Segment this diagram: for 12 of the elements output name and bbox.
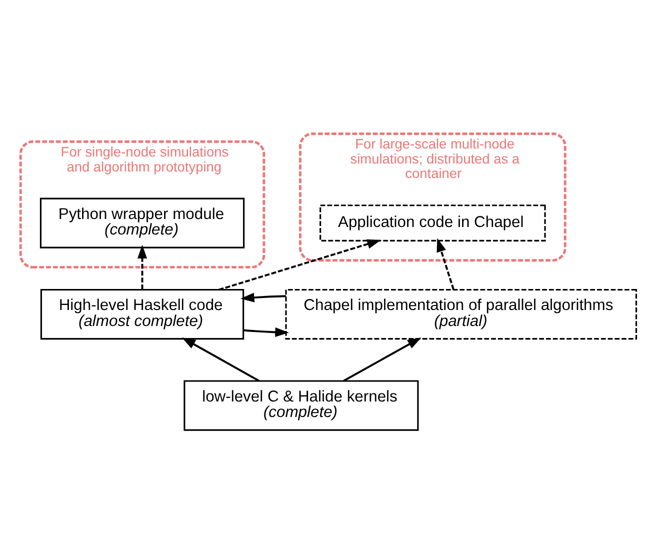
arrow bbox=[436, 238, 454, 290]
arrow bbox=[240, 292, 286, 302]
node-box: High-level Haskell code (almost complete) bbox=[40, 288, 244, 340]
node-box: Application code in Chapel bbox=[320, 204, 546, 242]
node-box: low-level C & Halide kernels (complete) bbox=[184, 380, 419, 431]
node-box: Python wrapper module (complete) bbox=[40, 198, 245, 248]
node-box: Chapel implementation of parallel algorithms (partial) bbox=[285, 288, 638, 340]
arrow bbox=[218, 239, 381, 291]
arrow bbox=[343, 337, 422, 382]
arrow bbox=[243, 327, 289, 338]
arrow bbox=[182, 337, 260, 382]
arrow bbox=[137, 244, 148, 290]
